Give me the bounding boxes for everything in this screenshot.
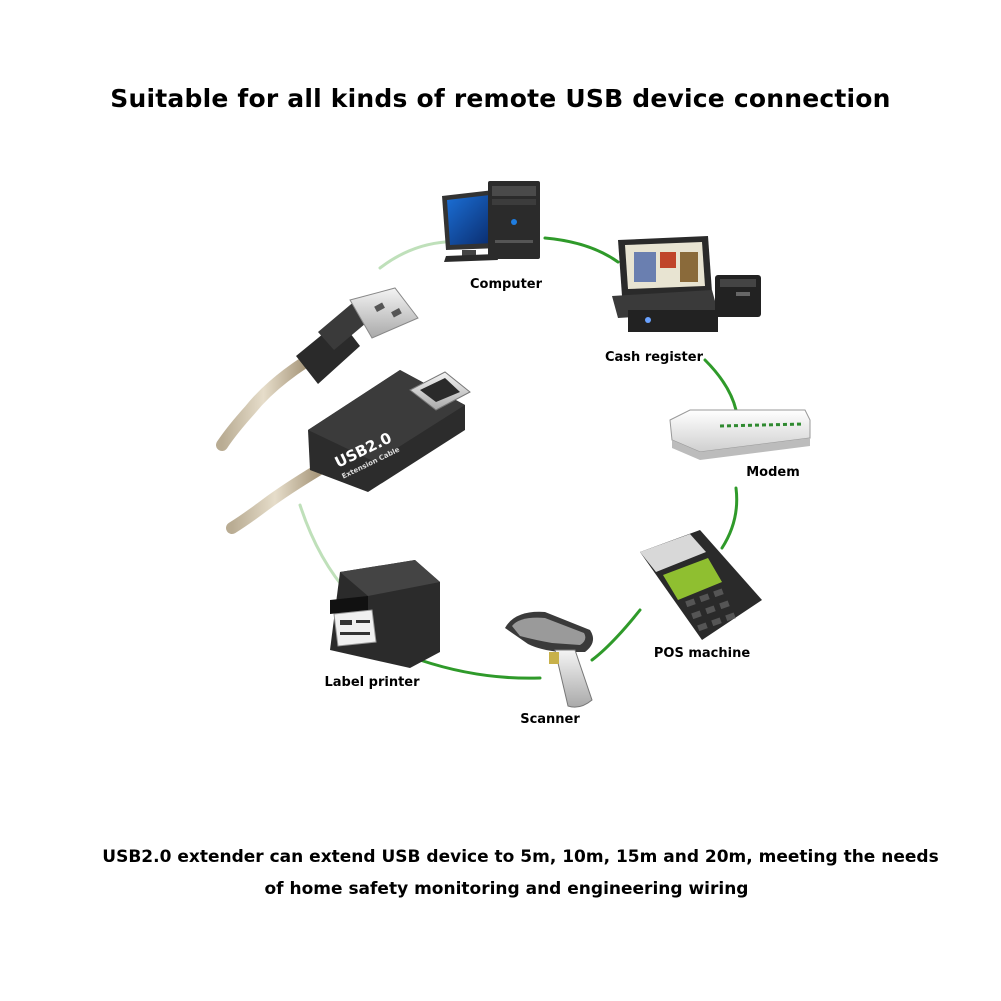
ring-segment-cash-modem xyxy=(703,358,738,412)
device-label-pos-machine: POS machine xyxy=(654,646,750,661)
barcode-scanner-icon xyxy=(505,611,594,708)
cable-wire-upper xyxy=(216,356,311,451)
ring-segment-scanner-printer xyxy=(418,658,542,680)
ring-segment-pos-scanner xyxy=(590,608,642,662)
device-label-scanner: Scanner xyxy=(520,712,580,727)
device-label-modem: Modem xyxy=(746,465,800,480)
footer-description-line-2: of home safety monitoring and engineerin… xyxy=(264,879,749,899)
device-label-computer: Computer xyxy=(470,277,543,292)
cable-wire-lower xyxy=(226,464,324,534)
footer-description-line-1: USB2.0 extender can extend USB device to… xyxy=(102,847,939,867)
usb-extension-cable-icon: USB2.0 Extension Cable xyxy=(216,287,471,534)
modem-icon xyxy=(669,409,811,460)
ring-segment-modem-pos xyxy=(720,486,739,550)
device-label-label-printer: Label printer xyxy=(324,675,420,690)
ring-segment-left-computer xyxy=(378,240,447,270)
device-label-cash-register: Cash register xyxy=(605,350,704,365)
cash-register-icon xyxy=(612,236,761,332)
computer-icon xyxy=(442,181,540,262)
page-title: Suitable for all kinds of remote USB dev… xyxy=(110,84,891,113)
connection-ring xyxy=(298,236,739,680)
label-printer-icon xyxy=(330,560,440,668)
pos-machine-icon xyxy=(640,530,762,640)
ring-segment-computer-cash xyxy=(543,236,620,264)
